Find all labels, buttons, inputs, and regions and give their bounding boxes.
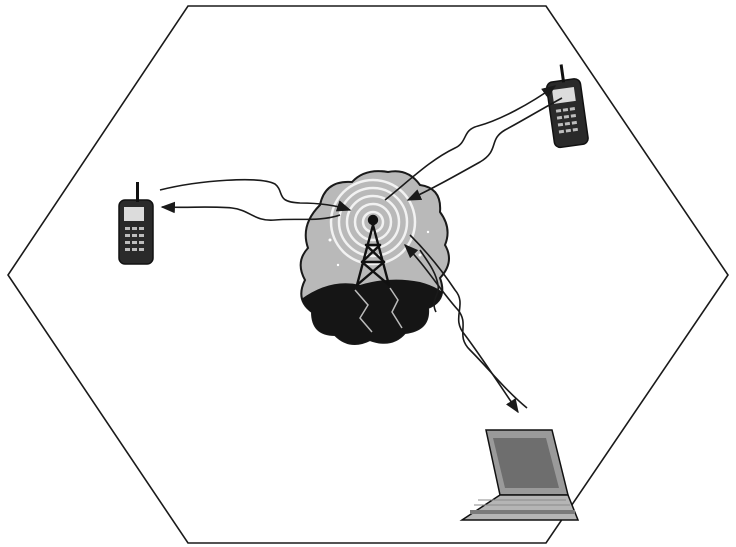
base-station <box>300 171 455 360</box>
laptop-icon <box>462 430 578 520</box>
link-right-downlink <box>408 98 562 200</box>
ground-silhouette <box>300 280 455 360</box>
mobile-phone-icon <box>119 182 153 264</box>
